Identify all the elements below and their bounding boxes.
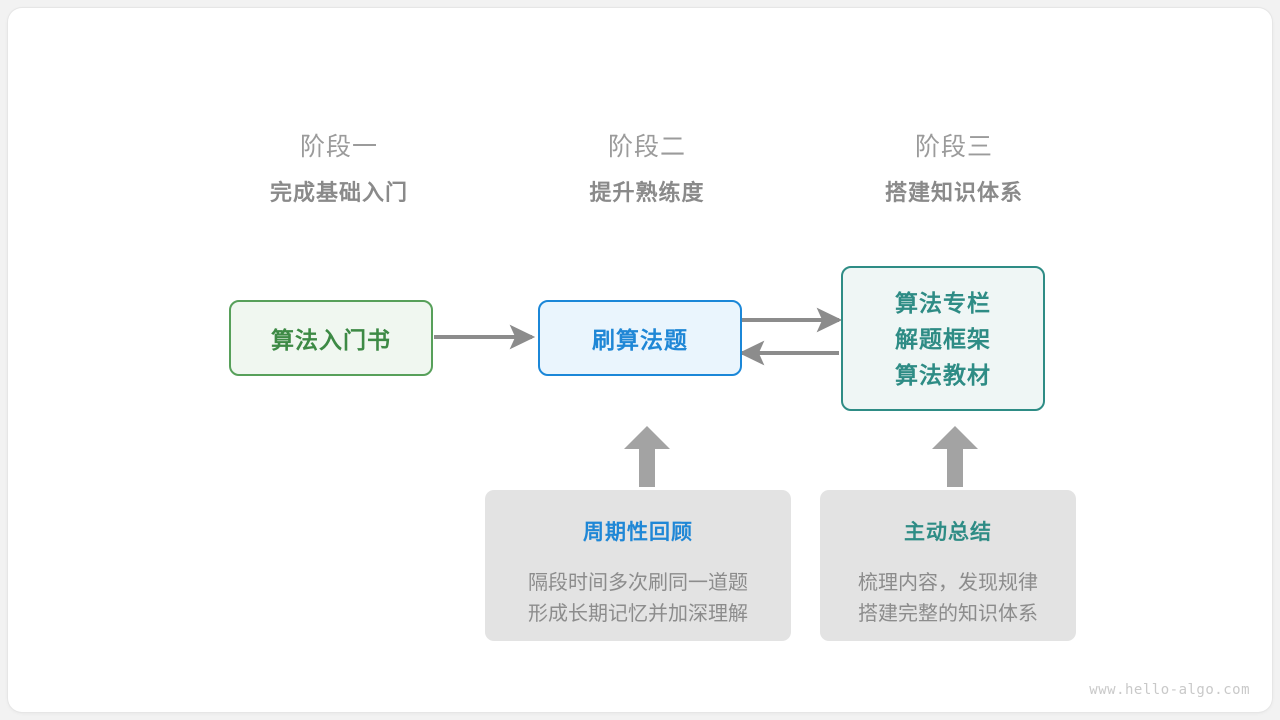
stage-title: 完成基础入门: [269, 180, 408, 205]
arrow-up-review: [624, 426, 670, 487]
node-label-line-3: 算法教材: [895, 361, 991, 388]
node-practice-problems[interactable]: 刷算法题: [538, 300, 742, 376]
stage-number: 阶段一: [299, 133, 378, 161]
node-learning-resources[interactable]: 算法专栏 解题框架 算法教材: [841, 266, 1045, 411]
stage-heading-1: 阶段一 完成基础入门: [199, 131, 479, 208]
note-periodic-review[interactable]: 周期性回顾 隔段时间多次刷同一道题 形成长期记忆并加深理解: [485, 490, 791, 641]
note-title: 周期性回顾: [583, 521, 693, 544]
note-active-summary[interactable]: 主动总结 梳理内容，发现规律 搭建完整的知识体系: [820, 490, 1076, 641]
stage-title: 提升熟练度: [589, 180, 705, 205]
node-label: 刷算法题: [592, 327, 688, 353]
node-label-line-2: 解题框架: [895, 325, 991, 352]
stage-heading-2: 阶段二 提升熟练度: [507, 131, 787, 208]
note-body: 梳理内容，发现规律 搭建完整的知识体系: [858, 572, 1038, 625]
node-label: 算法入门书: [271, 327, 391, 353]
stage-heading-3: 阶段三 搭建知识体系: [814, 131, 1094, 208]
note-body: 隔段时间多次刷同一道题 形成长期记忆并加深理解: [528, 572, 748, 625]
stage-number: 阶段三: [914, 133, 993, 161]
note-title: 主动总结: [904, 521, 992, 544]
node-algorithm-book[interactable]: 算法入门书: [229, 300, 433, 376]
stage-title: 搭建知识体系: [884, 180, 1023, 205]
node-label-line-1: 算法专栏: [895, 289, 991, 316]
watermark-url: www.hello-algo.com: [1089, 682, 1250, 698]
stage-number: 阶段二: [607, 133, 686, 161]
arrow-up-summary: [932, 426, 978, 487]
diagram-canvas: 阶段一 完成基础入门 阶段二 提升熟练度 阶段三 搭建知识体系 算法入门书 刷算…: [8, 8, 1272, 712]
